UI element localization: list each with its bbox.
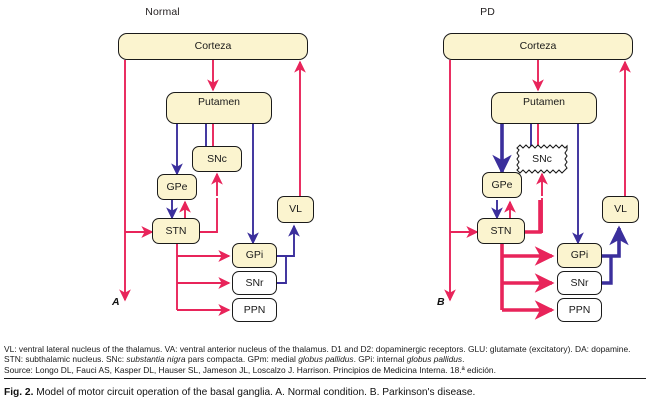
- node-label: Corteza: [194, 40, 232, 53]
- node-cortex-normal[interactable]: Corteza: [118, 33, 308, 60]
- node-snc-normal[interactable]: SNc: [192, 146, 242, 172]
- node-ppn-normal[interactable]: PPN: [232, 298, 277, 322]
- node-snr-normal[interactable]: SNr: [232, 271, 277, 295]
- node-label: Putamen: [522, 96, 566, 108]
- node-label: SNc: [532, 152, 552, 165]
- figure-caption: Fig. 2. Model of motor circuit operation…: [4, 386, 646, 399]
- node-label: Putamen: [197, 96, 241, 108]
- panel-letter-b: B: [437, 296, 445, 308]
- figure-caption-text: Model of motor circuit operation of the …: [33, 387, 476, 398]
- node-label: VL: [614, 203, 627, 216]
- node-ppn-pd[interactable]: PPN: [557, 298, 602, 322]
- panel-title-normal: Normal: [145, 6, 180, 18]
- abbrev-text-part4: .: [462, 354, 465, 365]
- node-label: PPN: [568, 303, 591, 316]
- node-label: GPe: [491, 178, 513, 191]
- node-vl-pd[interactable]: VL: [602, 196, 639, 223]
- node-vl-normal[interactable]: VL: [277, 196, 314, 223]
- panel-pd: PD: [325, 0, 650, 338]
- node-gpe-pd[interactable]: GPe: [482, 172, 522, 198]
- node-stn-normal[interactable]: STN: [152, 218, 200, 244]
- abbrev-text-part3: . GPi: internal: [353, 354, 407, 365]
- figure-abbreviations: VL: ventral lateral nucleus of the thala…: [4, 344, 646, 375]
- node-putamen-pd[interactable]: Putamen: [491, 92, 597, 124]
- node-label: SNc: [207, 152, 227, 165]
- node-gpi-normal[interactable]: GPi: [232, 243, 277, 268]
- node-snr-pd[interactable]: SNr: [557, 271, 602, 295]
- abbrev-italic-globus-pallidus-2: globus pallidus: [406, 354, 463, 365]
- figure-source: Source: Longo DL, Fauci AS, Kasper DL, H…: [4, 364, 496, 375]
- node-gpi-pd[interactable]: GPi: [557, 243, 602, 268]
- panel-letter-a: A: [112, 296, 120, 308]
- node-label: PPN: [243, 303, 266, 316]
- horizontal-divider: [4, 378, 646, 379]
- node-label: GPe: [166, 180, 188, 193]
- node-label: SNr: [245, 276, 264, 289]
- abbrev-italic-substantia-nigra: substantia nigra: [126, 354, 186, 365]
- abbrev-text-part1: VL: ventral lateral nucleus of the thala…: [4, 344, 631, 365]
- node-snc-degenerated-pd[interactable]: SNc: [515, 144, 569, 174]
- abbrev-italic-globus-pallidus-1: globus pallidus: [298, 354, 354, 365]
- node-cortex-pd[interactable]: Corteza: [443, 33, 633, 60]
- panel-normal: Normal: [0, 0, 325, 338]
- node-label: STN: [165, 224, 187, 237]
- node-putamen-normal[interactable]: Putamen: [166, 92, 272, 124]
- connector-layer-pd: [325, 0, 650, 338]
- node-gpe-normal[interactable]: GPe: [157, 174, 197, 200]
- panel-title-pd: PD: [480, 6, 495, 18]
- node-label: GPi: [245, 249, 264, 262]
- node-label: GPi: [570, 249, 589, 262]
- figure-caption-label: Fig. 2.: [4, 387, 34, 398]
- abbrev-text-part2: pars compacta. GPm: medial: [185, 354, 299, 365]
- zigzag-border-icon: [516, 144, 568, 174]
- node-stn-pd[interactable]: STN: [477, 218, 525, 244]
- node-label: SNr: [570, 276, 589, 289]
- node-label: VL: [289, 203, 302, 216]
- node-label: STN: [490, 224, 512, 237]
- node-label: Corteza: [519, 40, 557, 53]
